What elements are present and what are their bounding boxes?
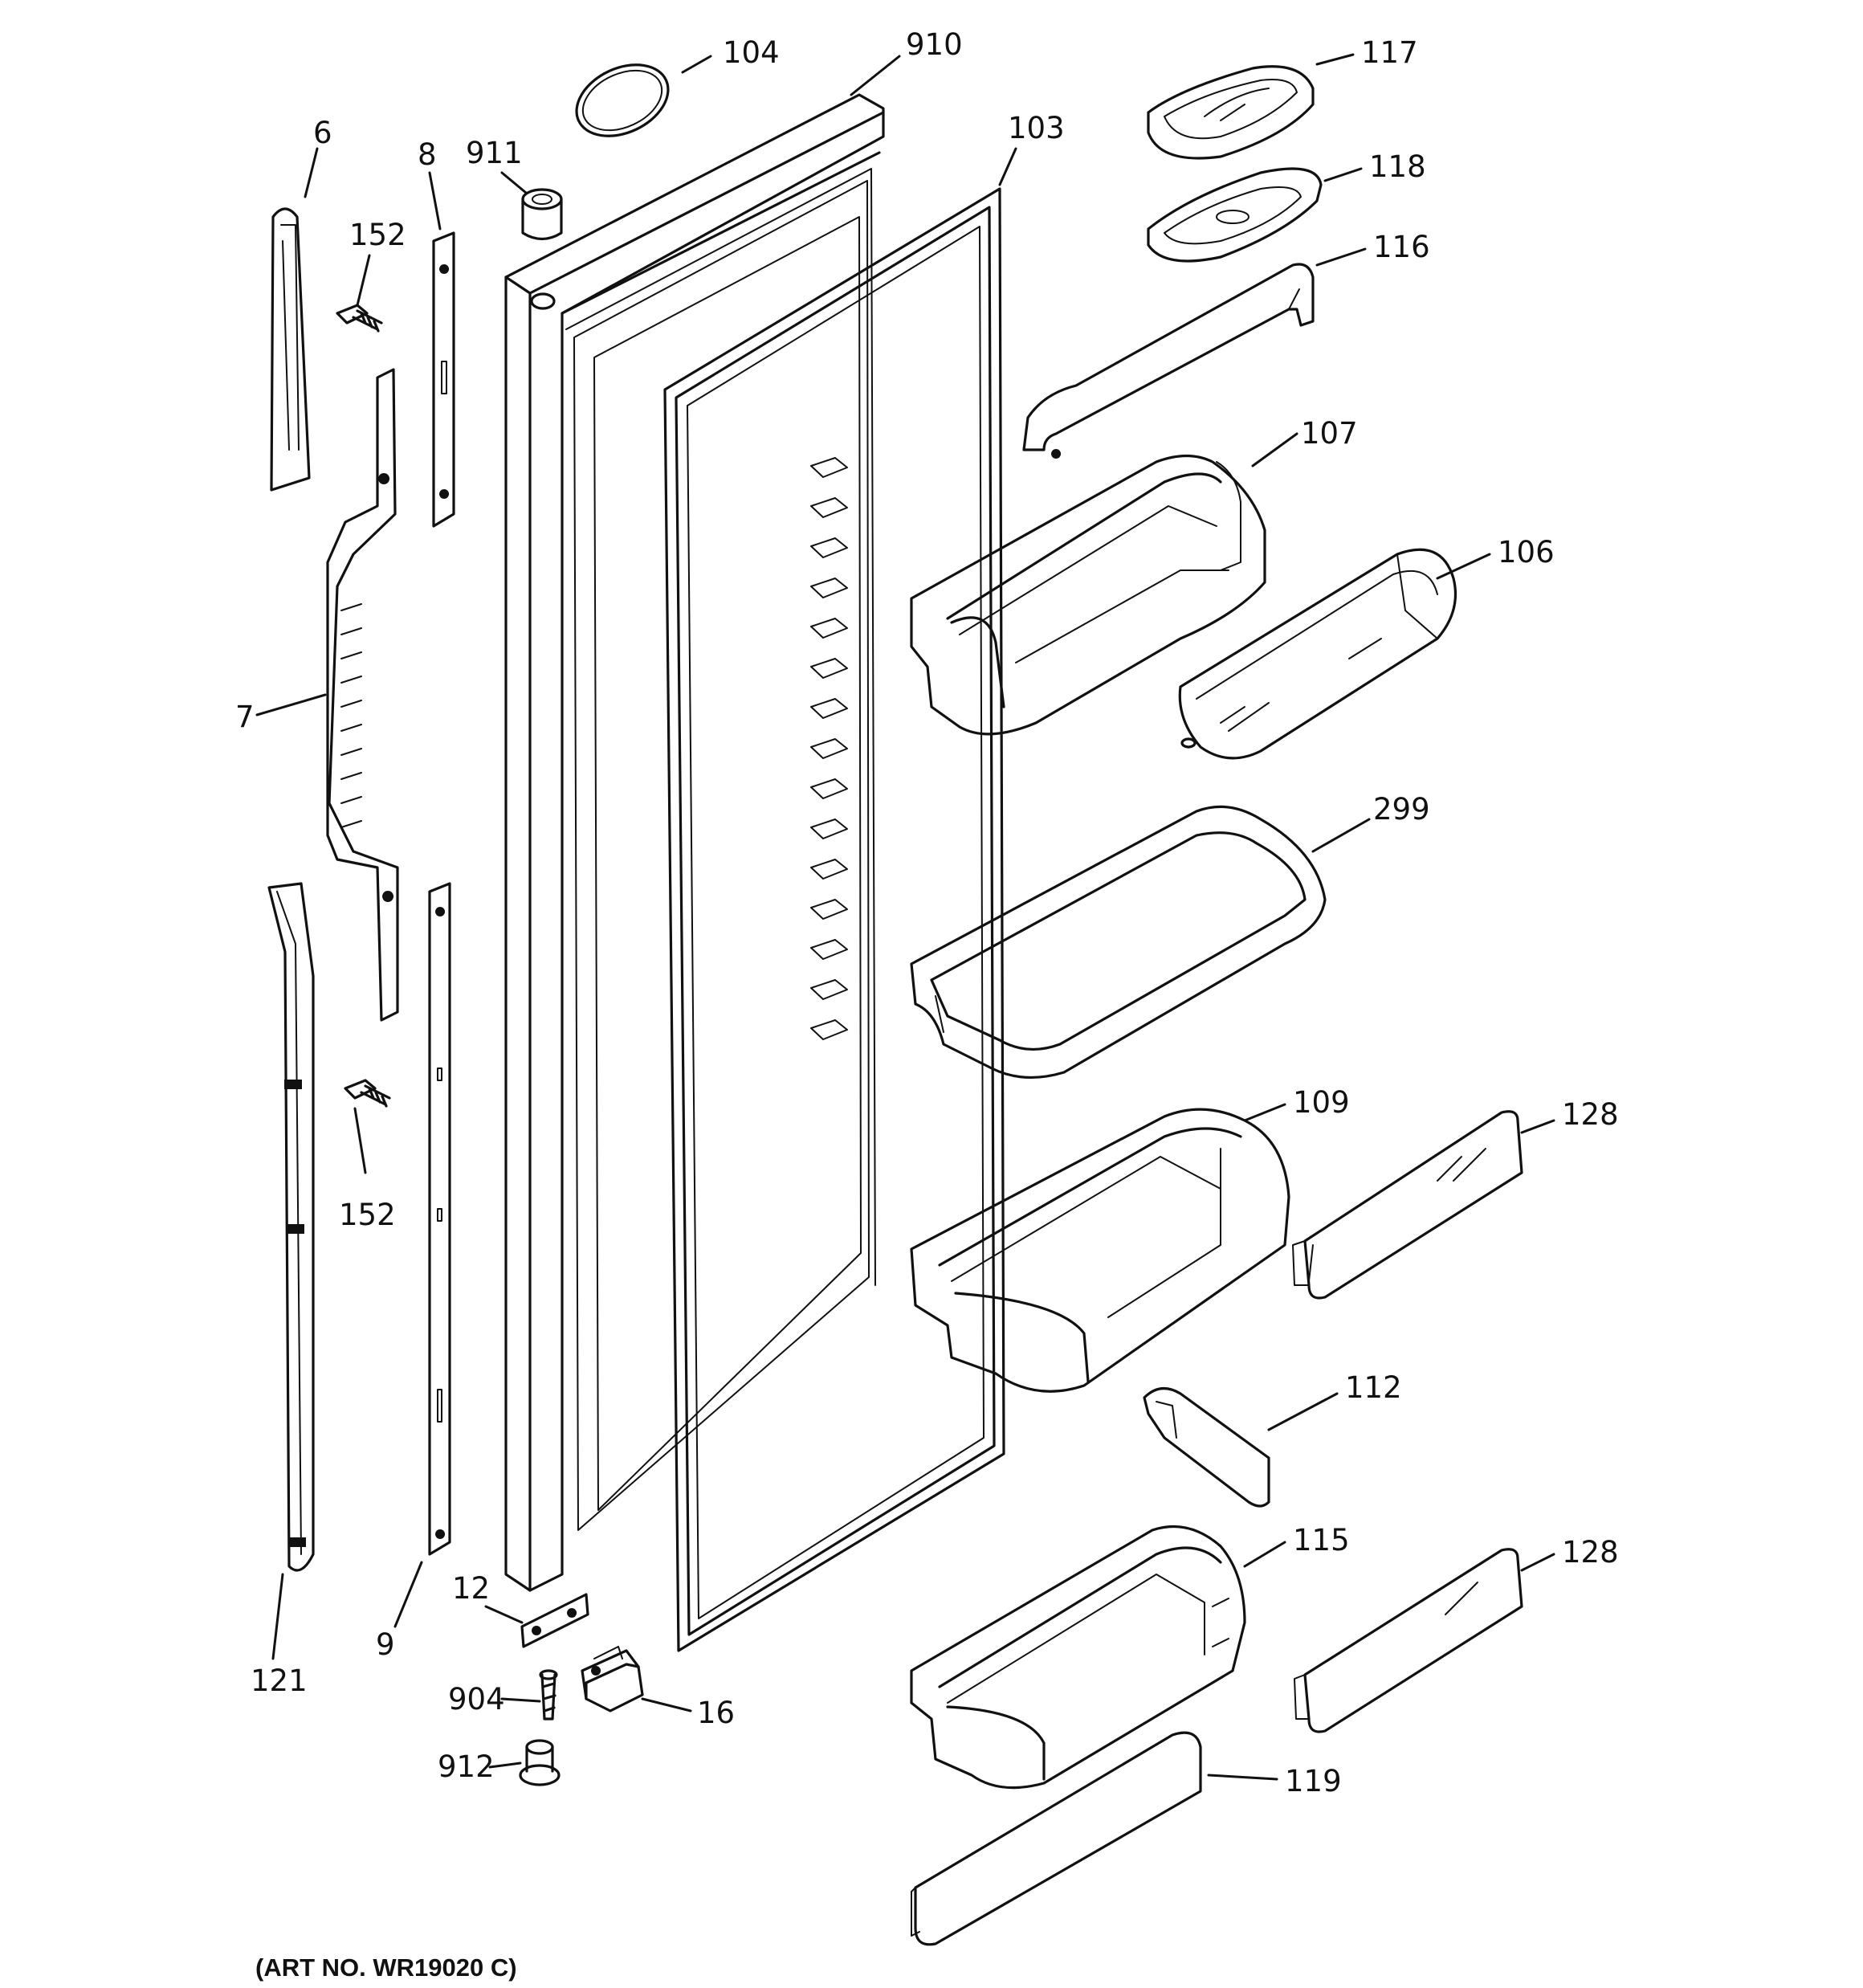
callout-152-bottom: 152 bbox=[339, 1198, 396, 1232]
door-handle[interactable] bbox=[326, 368, 399, 1022]
callout-910: 910 bbox=[906, 27, 963, 62]
callout-128-bottom: 128 bbox=[1562, 1535, 1619, 1570]
callout-912: 912 bbox=[438, 1749, 495, 1784]
screw-top[interactable] bbox=[336, 304, 383, 333]
bin-divider-clip[interactable] bbox=[1143, 1387, 1270, 1508]
callout-117: 117 bbox=[1361, 35, 1418, 70]
callout-152-top: 152 bbox=[349, 218, 406, 252]
shelf-rail[interactable] bbox=[1022, 263, 1315, 459]
handle-trim-strip-top[interactable] bbox=[432, 231, 455, 528]
handle-end-cap-bottom[interactable] bbox=[267, 882, 315, 1572]
callout-109: 109 bbox=[1293, 1085, 1350, 1120]
door-bin-clear[interactable] bbox=[1178, 548, 1457, 760]
dairy-bin[interactable] bbox=[1147, 167, 1323, 263]
bin-front-panel-top[interactable] bbox=[1292, 1110, 1523, 1300]
callout-128-top: 128 bbox=[1562, 1097, 1619, 1132]
callout-112: 112 bbox=[1345, 1370, 1402, 1405]
callout-104: 104 bbox=[723, 35, 780, 70]
callout-16: 16 bbox=[697, 1696, 735, 1730]
door-outer-panel[interactable] bbox=[504, 93, 885, 1592]
hinge-bushing-top[interactable] bbox=[521, 188, 563, 241]
callout-116: 116 bbox=[1373, 230, 1430, 264]
callout-911: 911 bbox=[466, 136, 523, 170]
callout-103: 103 bbox=[1008, 111, 1065, 145]
door-bin-small[interactable] bbox=[910, 454, 1266, 736]
callout-7: 7 bbox=[235, 700, 255, 734]
callout-labels: 6 152 8 911 104 910 103 117 118 116 107 … bbox=[235, 27, 1619, 1798]
callout-121: 121 bbox=[251, 1663, 308, 1698]
callout-107: 107 bbox=[1301, 416, 1358, 451]
dairy-door-cover[interactable] bbox=[1147, 65, 1315, 160]
door-top-cap[interactable] bbox=[565, 51, 680, 149]
callout-12: 12 bbox=[452, 1571, 490, 1606]
door-hinge-block[interactable] bbox=[581, 1646, 644, 1712]
hinge-bracket[interactable] bbox=[520, 1593, 589, 1648]
callout-115: 115 bbox=[1293, 1523, 1350, 1557]
handle-end-cap-top[interactable] bbox=[270, 207, 311, 492]
screw-bottom[interactable] bbox=[344, 1079, 391, 1108]
callout-106: 106 bbox=[1498, 535, 1555, 569]
handle-trim-strip-bottom[interactable] bbox=[428, 882, 451, 1556]
callout-904: 904 bbox=[448, 1682, 505, 1717]
leader-lines bbox=[255, 53, 1555, 1781]
hinge-screw[interactable] bbox=[539, 1669, 558, 1721]
hinge-bushing-bottom[interactable] bbox=[519, 1739, 561, 1786]
bin-front-panel-bottom[interactable] bbox=[1294, 1548, 1523, 1733]
bin-front-panel-lower[interactable] bbox=[911, 1731, 1202, 1946]
callout-119: 119 bbox=[1285, 1764, 1342, 1798]
callout-299: 299 bbox=[1373, 792, 1430, 827]
callout-9: 9 bbox=[376, 1627, 395, 1662]
callout-118: 118 bbox=[1369, 149, 1426, 184]
callout-6: 6 bbox=[313, 116, 332, 150]
door-bin-large[interactable] bbox=[910, 1108, 1290, 1393]
door-gasket[interactable] bbox=[663, 187, 1005, 1652]
door-shelf-ribs bbox=[810, 457, 848, 1040]
art-number-note: (ART NO. WR19020 C) bbox=[255, 1953, 517, 1982]
door-bin-bottom[interactable] bbox=[910, 1525, 1246, 1790]
callout-8: 8 bbox=[418, 137, 437, 172]
door-shelf-open[interactable] bbox=[910, 805, 1327, 1079]
